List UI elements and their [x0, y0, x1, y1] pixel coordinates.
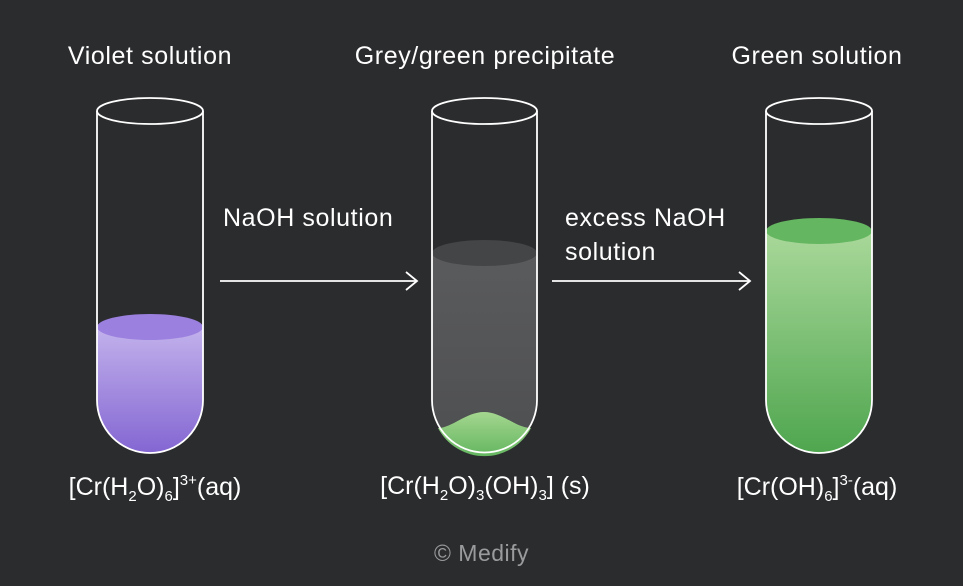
green-precipitate	[438, 412, 531, 457]
formula-part: ]	[832, 473, 840, 501]
formula-hexaaqua: [Cr(H2O)6]3+(aq)	[20, 472, 290, 505]
formula-sub: 2	[128, 488, 137, 505]
reagent-naoh-text: NaOH solution	[223, 204, 394, 232]
formula-precipitate: [Cr(H2O)3(OH)3] (s)	[335, 472, 635, 504]
arrow-naoh	[220, 271, 419, 291]
copyright-notice: © Medify	[433, 540, 530, 566]
formula-state: ] (s)	[546, 472, 590, 500]
formula-charge: 3+	[179, 472, 197, 489]
violet-liquid	[97, 327, 203, 453]
reagent-excess-line2: solution	[565, 238, 656, 266]
formula-charge: 3-	[839, 472, 853, 489]
reagent-excess-naoh: excess NaOH solution	[565, 201, 726, 269]
formula-sub: 6	[824, 488, 833, 505]
tube-rim	[765, 97, 873, 125]
formula-sub: 6	[164, 488, 173, 505]
tube-outline	[765, 111, 873, 454]
label-violet-solution: Violet solution	[67, 42, 233, 70]
formula-part: (OH)	[484, 472, 539, 500]
tube-rim	[431, 97, 538, 125]
reagent-excess-line1: excess NaOH	[565, 204, 726, 232]
formula-part: [Cr(H	[68, 473, 129, 501]
label-green-solution: Green solution	[731, 42, 903, 70]
violet-liquid-surface	[97, 314, 203, 340]
formula-state: (aq)	[196, 473, 242, 501]
formula-part: O)	[448, 472, 476, 500]
test-tube-precipitate	[431, 97, 538, 457]
formula-state: (aq)	[852, 473, 898, 501]
reagent-naoh: NaOH solution	[223, 201, 393, 235]
formula-part: O)	[136, 473, 165, 501]
formula-sub: 3	[475, 487, 485, 504]
formula-sub: 2	[439, 487, 449, 504]
tube-rim	[96, 97, 204, 125]
tube-outline	[431, 111, 538, 454]
grey-liquid-surface	[432, 240, 537, 266]
formula-part: [Cr(H	[380, 472, 440, 500]
formula-sub: 3	[538, 487, 547, 504]
grey-liquid	[432, 253, 537, 453]
formula-part: ]	[172, 473, 180, 501]
green-liquid-surface	[766, 218, 872, 244]
test-tube-violet	[96, 97, 204, 454]
arrow-excess-naoh	[552, 271, 752, 291]
test-tube-green	[765, 97, 873, 454]
green-liquid	[766, 231, 872, 453]
formula-hexahydroxo: [Cr(OH)6]3-(aq)	[692, 472, 942, 505]
label-grey-green-precipitate: Grey/green precipitate	[354, 42, 616, 70]
formula-part: [Cr(OH)	[736, 473, 825, 501]
tube-outline	[96, 111, 204, 454]
